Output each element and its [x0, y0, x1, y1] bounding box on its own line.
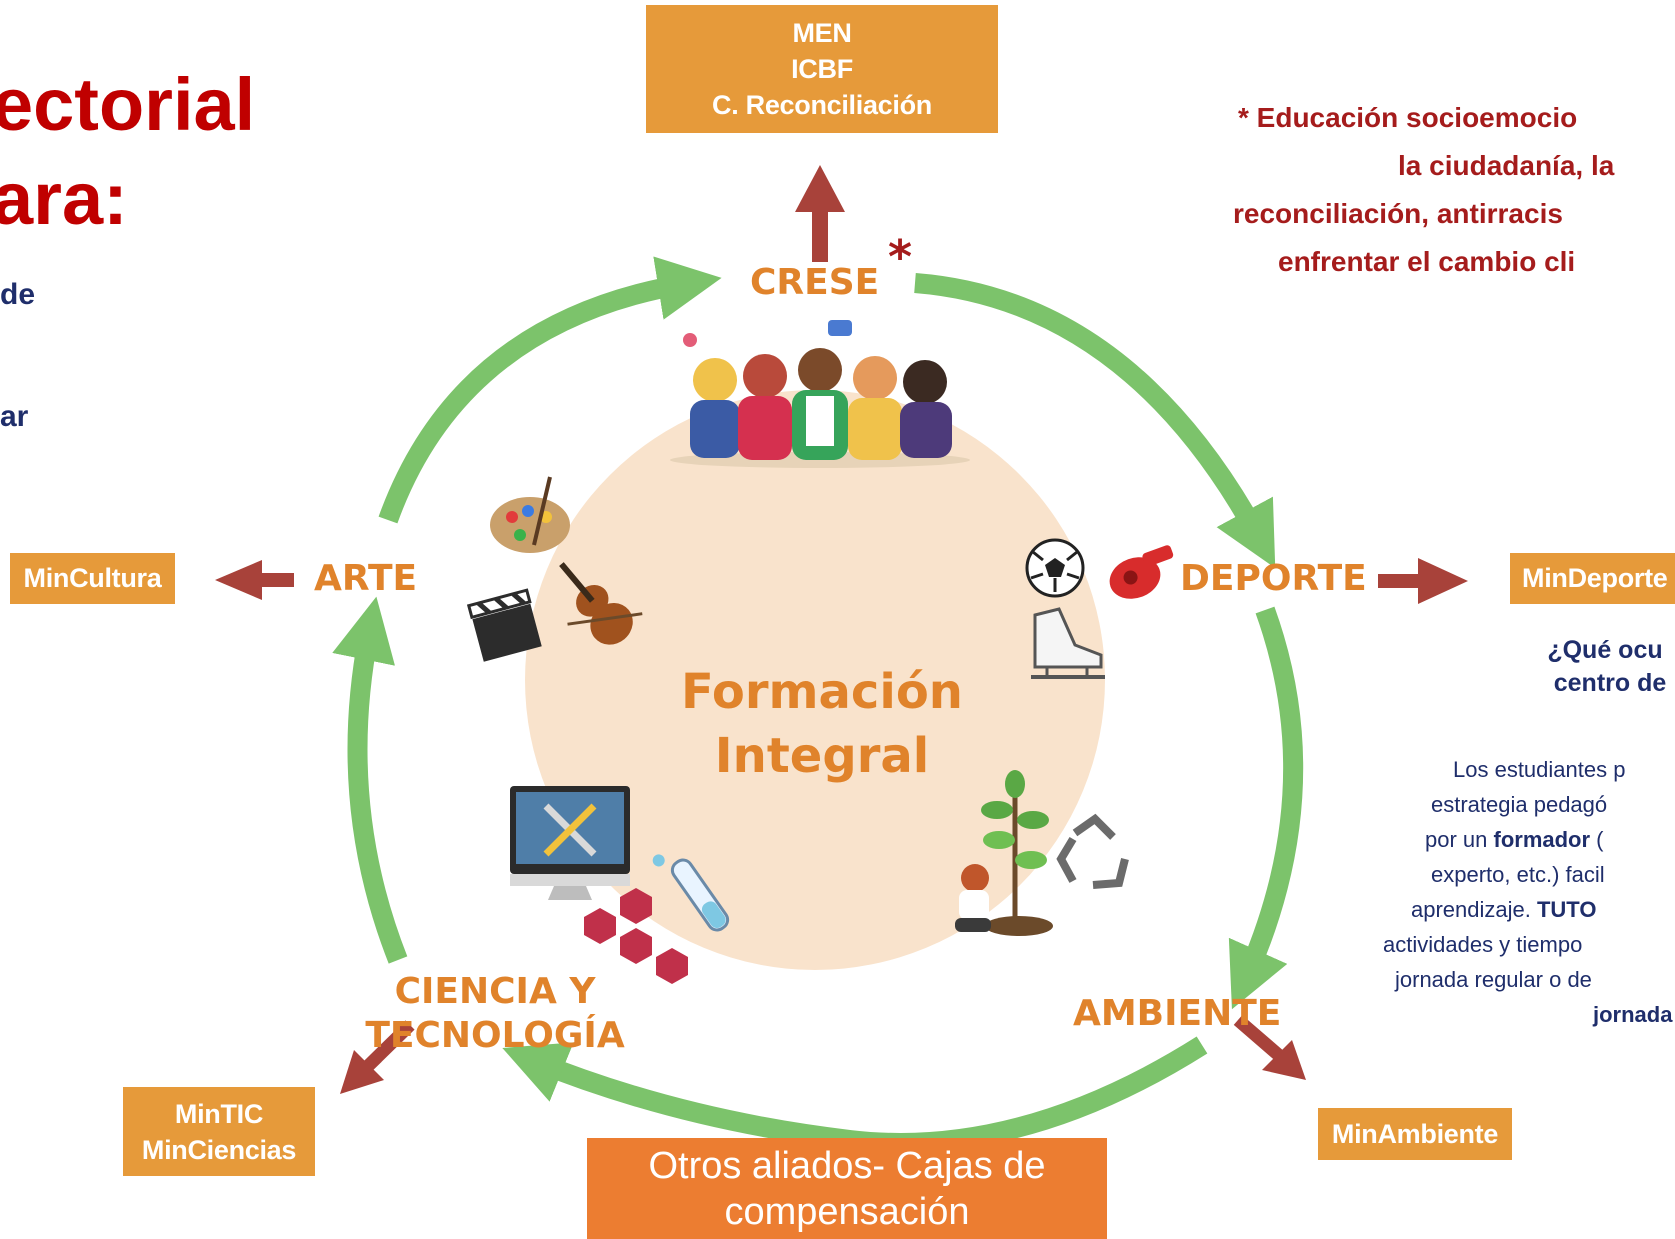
clapperboard-icon	[466, 588, 542, 662]
whistle-icon	[1109, 545, 1174, 599]
pointer-arrow-right	[1378, 558, 1468, 604]
label-crese: CRESE	[750, 262, 880, 303]
allies-line1: Otros aliados- Cajas de	[648, 1144, 1046, 1187]
box-otros-aliados: Otros aliados- Cajas de compensación	[587, 1138, 1107, 1239]
molecule-icon	[584, 888, 688, 984]
pointer-arrow-up	[795, 165, 845, 262]
top-box-men-icbf: MEN ICBF C. Reconciliación	[646, 5, 998, 133]
violin-icon	[559, 562, 643, 645]
note-line4: enfrentar el cambio cli	[1278, 246, 1576, 277]
para-text-6: actividades y tiempo	[1383, 932, 1583, 957]
ice-skate-icon	[1031, 607, 1105, 679]
people-group-icon	[670, 320, 970, 468]
question-line2: centro de	[1553, 669, 1667, 697]
mintic-line1: MinTIC	[174, 1098, 264, 1129]
box-mindeporte: MinDeporte	[1510, 553, 1675, 604]
left-text-line2: ar	[0, 400, 29, 433]
label-arte: ARTE	[314, 558, 418, 599]
top-box-line3: C. Reconciliación	[712, 90, 932, 120]
pointer-arrow-down-right	[1233, 1015, 1306, 1080]
center-title: Formación Integral	[622, 660, 1022, 788]
para-text-2: estrategia pedagó	[1431, 792, 1608, 817]
box-mintic-minciencias: MinTIC MinCiencias	[123, 1087, 315, 1176]
para-text-1: Los estudiantes p	[1453, 757, 1626, 782]
center-title-line2: Integral	[714, 728, 930, 784]
pointer-arrow-left	[215, 560, 294, 600]
left-title-line2: ara:	[0, 157, 128, 240]
para-text-5b: TUTO	[1536, 897, 1597, 922]
cycle-arrow-crese-to-deporte	[914, 273, 1276, 569]
box-mincultura: MinCultura	[10, 553, 175, 604]
cycle-arrow-ciencia-to-arte	[332, 596, 408, 964]
label-ciencia-tecnologia: CIENCIA Y TECNOLOGÍA	[360, 970, 630, 1058]
allies-line2: compensación	[724, 1190, 970, 1233]
note-line1: * Educación socioemocio	[1238, 102, 1578, 133]
right-paragraph: Los estudiantes p estrategia pedagó por …	[1383, 752, 1675, 1032]
left-title: ectorial ara:	[0, 58, 255, 246]
para-text-3b: formador	[1493, 827, 1591, 852]
note-line3: reconciliación, antirracis	[1233, 198, 1563, 229]
label-ambiente: AMBIENTE	[1073, 993, 1282, 1034]
para-text-8: jornada	[1593, 1002, 1673, 1027]
top-box-line1: MEN	[792, 18, 852, 48]
note-line2: la ciudadanía, la	[1398, 150, 1615, 181]
para-line7: jornada regular o de	[1395, 962, 1675, 997]
test-tube-icon	[652, 854, 730, 932]
para-text-3a: por un	[1425, 827, 1494, 852]
para-text-5a: aprendizaje.	[1411, 897, 1537, 922]
para-line2: estrategia pedagó	[1405, 787, 1675, 822]
para-line5: aprendizaje. TUTO	[1405, 892, 1675, 927]
recycle-icon	[1056, 813, 1129, 889]
mintic-line2: MinCiencias	[141, 1134, 297, 1165]
label-deporte: DEPORTE	[1180, 558, 1367, 599]
para-line4: experto, etc.) facil	[1405, 857, 1675, 892]
para-line1: Los estudiantes p	[1405, 752, 1675, 787]
soccer-ball-icon	[1025, 538, 1085, 598]
ciencia-line2: TECNOLOGÍA	[365, 1015, 625, 1056]
cycle-arrow-deporte-to-ambiente	[1228, 606, 1304, 1010]
para-line8: jornada	[1405, 997, 1675, 1032]
plant-person-icon	[955, 770, 1053, 936]
center-title-line1: Formación	[681, 664, 963, 720]
socioemotional-note: * Educación socioemocio la ciudadanía, l…	[1170, 94, 1675, 286]
box-minambiente: MinAmbiente	[1318, 1108, 1512, 1160]
center-circle	[525, 390, 1105, 970]
top-box-line2: ICBF	[791, 54, 853, 84]
para-text-7: jornada regular o de	[1395, 967, 1592, 992]
crese-asterisk: *	[888, 230, 913, 284]
palette-icon	[490, 476, 570, 553]
left-text-line1: de	[0, 278, 36, 311]
para-line6: actividades y tiempo	[1383, 927, 1675, 962]
question-line1: ¿Qué ocu	[1547, 636, 1663, 664]
ciencia-line1: CIENCIA Y	[394, 971, 596, 1012]
pointer-arrow-down-left	[340, 1020, 415, 1094]
para-text-4: experto, etc.) facil	[1431, 862, 1605, 887]
para-line3: por un formador (	[1405, 822, 1675, 857]
left-title-line1: ectorial	[0, 63, 256, 146]
right-question: ¿Qué ocu centro de	[1520, 634, 1675, 700]
cycle-arrow-arte-to-crese	[378, 256, 722, 524]
para-text-3c: (	[1590, 827, 1604, 852]
computer-tools-icon	[510, 786, 630, 900]
cycle-arrow-ambiente-to-ciencia	[502, 1036, 1208, 1153]
